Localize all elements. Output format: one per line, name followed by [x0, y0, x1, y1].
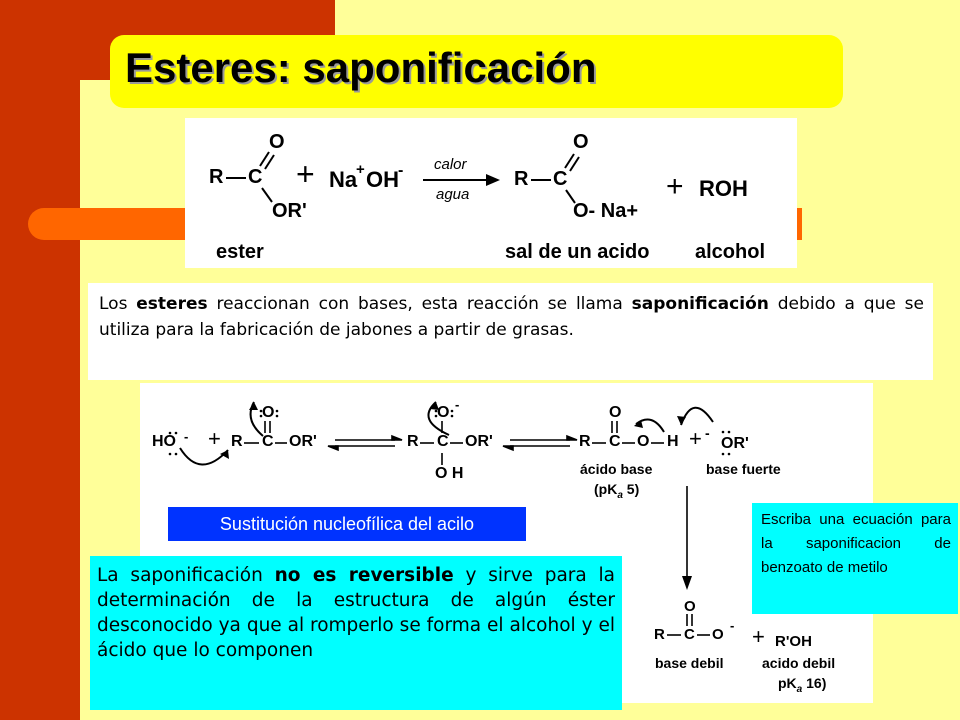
- mech-plus-a: +: [208, 426, 221, 451]
- mech-inter-o-charge: -: [455, 397, 460, 412]
- description-bold-esteres: esteres: [136, 294, 208, 314]
- nucleophilic-substitution-label: Sustitución nucleofílica del acilo: [168, 507, 526, 541]
- product-carboxylate: O- Na+: [573, 200, 639, 222]
- condition-heat: calor: [434, 156, 467, 173]
- mech-carboxylate-o-top: O: [684, 598, 696, 615]
- hydroxide: OH: [366, 167, 399, 192]
- bond-c-or: [261, 187, 273, 203]
- exercise-box: [752, 503, 958, 614]
- bond-product-c-o: [565, 189, 576, 204]
- mech-plus-c: +: [752, 624, 765, 649]
- mech-alkoxide: OR': [721, 435, 749, 452]
- note-text-1: La saponificación: [97, 565, 275, 586]
- label-pka-alcohol: pKa 16): [778, 676, 826, 695]
- not-reversible-note-box: [90, 556, 622, 710]
- reactant-or: OR': [272, 200, 307, 222]
- bond-product-c-o-b: [569, 156, 580, 172]
- label-salt: sal de un acido: [505, 241, 650, 263]
- note-text-2: y sirve para la determinación de la estr…: [97, 565, 615, 661]
- description-text-3: debido a que se utiliza para la fabricac…: [99, 294, 924, 340]
- mech-inter-o: O: [437, 404, 450, 421]
- product-o: O: [573, 131, 589, 153]
- label-pka-acid-sub: a: [617, 489, 623, 501]
- mech-carboxylate-charge: -: [730, 618, 735, 633]
- mech-ester-o: O: [262, 404, 275, 421]
- reactant-o: O: [269, 131, 285, 153]
- plus-sign-2: +: [666, 170, 684, 203]
- not-reversible-note: La saponificación no es reversible y sir…: [97, 563, 615, 663]
- orange-accent-tab: [797, 208, 802, 240]
- description-text-1: Los: [99, 294, 137, 314]
- label-pka-alcohol-text: pK: [778, 675, 797, 691]
- label-pka-alcohol-sub: a: [796, 683, 803, 695]
- mech-ester-or: OR': [289, 433, 317, 450]
- exercise-prompt: Escriba una ecuación para la saponificac…: [761, 511, 951, 576]
- mech-acid-h: H: [667, 433, 679, 450]
- label-alcohol: alcohol: [695, 241, 766, 263]
- sodium-charge: +: [356, 161, 365, 178]
- reactant-r: R: [209, 166, 224, 188]
- page-title: Esteres: saponificación: [125, 44, 597, 91]
- left-red-strip: [0, 0, 80, 720]
- bond-product-c-o-a: [564, 153, 575, 169]
- mech-hydroxide: HO: [152, 433, 176, 450]
- mech-alcohol: R'OH: [775, 633, 812, 650]
- label-weak-base: base debil: [655, 655, 724, 671]
- title-banner: [110, 35, 843, 108]
- label-acid-base: ácido base: [580, 461, 653, 477]
- saponification-description: Los esteres reaccionan con bases, esta r…: [99, 291, 924, 343]
- label-ester: ester: [216, 241, 264, 263]
- description-panel: [88, 283, 933, 380]
- mech-inter-r: R: [407, 433, 419, 450]
- mech-carboxylate-c: C: [684, 626, 695, 643]
- mech-alkoxide-charge: -: [705, 425, 710, 441]
- label-strong-base: base fuerte: [706, 461, 781, 477]
- description-text-2: reaccionan con bases, esta reacción se l…: [207, 294, 632, 314]
- mech-acid-o-top: O: [609, 404, 622, 421]
- mech-hydroxide-charge: -: [184, 429, 189, 444]
- label-pka-acid: (pKa 5): [594, 482, 639, 501]
- mech-ester-r: R: [231, 433, 243, 450]
- product-r: R: [514, 168, 529, 190]
- label-pka-alcohol-value: 16): [802, 675, 827, 691]
- note-bold: no es reversible: [274, 565, 454, 586]
- label-weak-acid: acido debil: [762, 655, 836, 671]
- mech-carboxylate-r: R: [654, 626, 665, 643]
- hydroxide-charge: -: [398, 162, 404, 179]
- label-pka-acid-value: 5): [622, 481, 640, 497]
- mech-inter-c: C: [437, 433, 449, 450]
- reaction-panel: [185, 118, 797, 268]
- bond-c-o-double-b: [264, 154, 275, 170]
- condition-water: agua: [436, 186, 470, 203]
- sodium: Na: [329, 167, 358, 192]
- label-pka-acid-text: (pK: [594, 481, 618, 497]
- mech-acid-o: O: [637, 433, 650, 450]
- reaction-arrow: [423, 174, 500, 186]
- reactant-c: C: [248, 166, 263, 188]
- mech-carboxylate-o: O: [712, 626, 724, 643]
- bond-c-o-double-a: [259, 151, 270, 167]
- plus-sign-1: +: [296, 156, 315, 192]
- mech-inter-oh: O H: [435, 465, 464, 482]
- description-bold-saponificacion: saponificación: [631, 294, 769, 314]
- mech-inter-or: OR': [465, 433, 493, 450]
- mech-ester-c: C: [262, 433, 274, 450]
- alcohol-product: ROH: [699, 176, 748, 201]
- mech-plus-b: +: [689, 426, 702, 451]
- mech-acid-c: C: [609, 433, 621, 450]
- mech-acid-r: R: [579, 433, 591, 450]
- product-c: C: [553, 168, 568, 190]
